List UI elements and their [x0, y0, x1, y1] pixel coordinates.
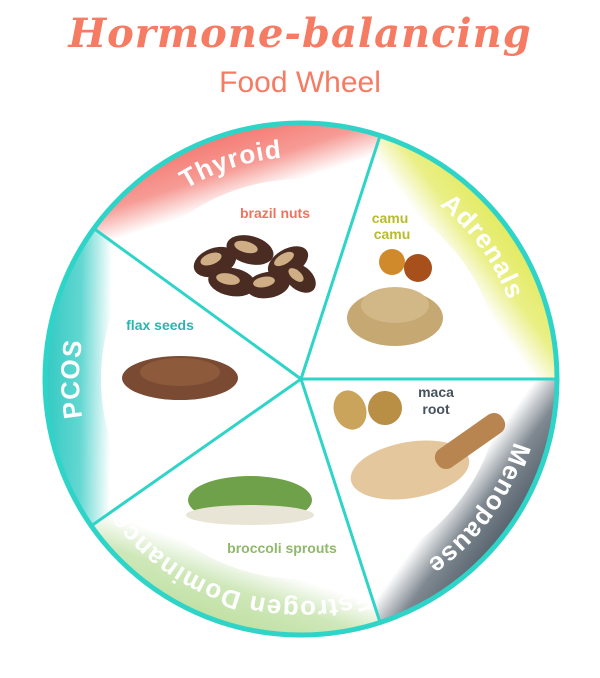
- segment-band-thyroid: [92, 120, 381, 262]
- food-label: camu: [372, 210, 409, 226]
- camu-camu-fruit-image: [379, 249, 405, 275]
- title: Hormone-balancing: [68, 10, 532, 57]
- food-label: maca: [418, 384, 454, 400]
- food-label: camu: [374, 226, 411, 242]
- maca-root-image: [368, 391, 402, 425]
- brazil-nut-image: [234, 240, 258, 254]
- camu-camu-fruit-image: [404, 254, 432, 282]
- segment-divider: [91, 226, 302, 381]
- food-label: flax seeds: [126, 317, 194, 333]
- maca-root-image: [333, 390, 367, 430]
- food-label: brazil nuts: [240, 205, 310, 221]
- segment-band-estrogen-dominance: [89, 493, 381, 637]
- food-label: root: [422, 401, 450, 417]
- brazil-nut-image: [288, 268, 304, 282]
- brazil-nut-image: [200, 252, 222, 266]
- segment-divider: [88, 377, 302, 529]
- food-label: broccoli sprouts: [227, 540, 337, 556]
- scoop-image: [434, 412, 506, 470]
- segment-band-menopause: [362, 379, 559, 625]
- segment-divider: [299, 133, 383, 380]
- flax-seeds-image: [140, 358, 220, 386]
- brazil-nut-image: [216, 273, 240, 285]
- subtitle: Food Wheel: [219, 66, 381, 99]
- segment-band-adrenals: [362, 133, 559, 379]
- camu-camu-powder-image: [361, 287, 429, 323]
- brazil-nut-image: [274, 251, 294, 267]
- broccoli-sprouts-image: [186, 505, 314, 525]
- segment-divider: [299, 378, 383, 625]
- brazil-nut-image: [253, 276, 275, 288]
- segment-band-pcos: [42, 227, 140, 527]
